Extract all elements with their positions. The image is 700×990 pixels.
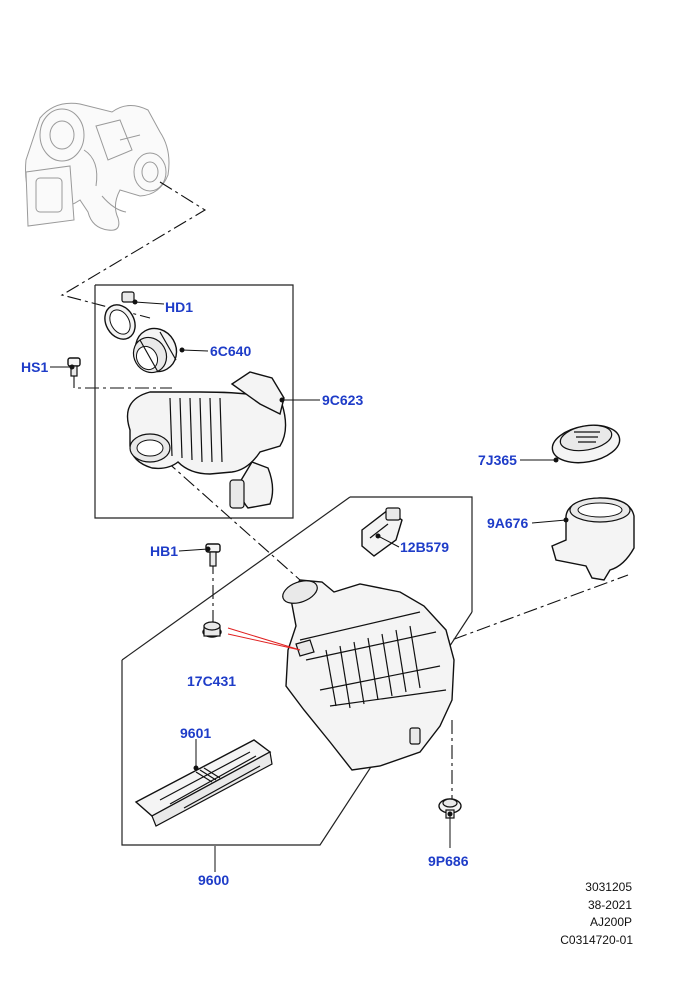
reference-line-4: C0314720-01: [560, 933, 633, 947]
callout-9600[interactable]: 9600: [198, 872, 229, 888]
resonator-9a676[interactable]: [551, 497, 635, 581]
reference-line-1: 3031205: [585, 880, 632, 894]
callout-17c431[interactable]: 17C431: [187, 673, 236, 689]
callout-6c640[interactable]: 6C640: [210, 343, 251, 359]
callout-hs1[interactable]: HS1: [21, 359, 48, 375]
callout-hb1[interactable]: HB1: [150, 543, 178, 559]
callout-9601[interactable]: 9601: [180, 725, 211, 741]
grommet-17c431[interactable]: [202, 621, 222, 638]
reference-line-3: AJ200P: [590, 915, 632, 929]
leader-lines: [50, 299, 569, 872]
callout-9a676[interactable]: 9A676: [487, 515, 528, 531]
connection-lines: [60, 181, 629, 800]
callout-9c623[interactable]: 9C623: [322, 392, 363, 408]
hose-clamp-hd1[interactable]: [99, 291, 141, 345]
group-frame-9c623: [94, 284, 294, 519]
callout-7j365[interactable]: 7J365: [478, 452, 517, 468]
reference-block: 3031205 38-2021 AJ200P C0314720-01: [560, 880, 633, 947]
cap-7j365[interactable]: [549, 420, 622, 467]
callout-hd1[interactable]: HD1: [165, 299, 193, 315]
filter-element-9601[interactable]: [134, 739, 273, 827]
mass-airflow-sensor-12b579[interactable]: [361, 507, 403, 557]
air-cleaner-housing[interactable]: [227, 576, 455, 771]
callout-12b579[interactable]: 12B579: [400, 539, 449, 555]
callout-9p686[interactable]: 9P686: [428, 853, 469, 869]
turbocharger-illustration: [25, 102, 170, 231]
coupling-6c640[interactable]: [127, 321, 184, 379]
callout-labels: HD1 6C640 HS1 9C623 7J365 9A676 HB1 12B5…: [21, 299, 528, 888]
reference-line-2: 38-2021: [588, 898, 632, 912]
air-intake-duct-9c623[interactable]: [126, 371, 287, 509]
